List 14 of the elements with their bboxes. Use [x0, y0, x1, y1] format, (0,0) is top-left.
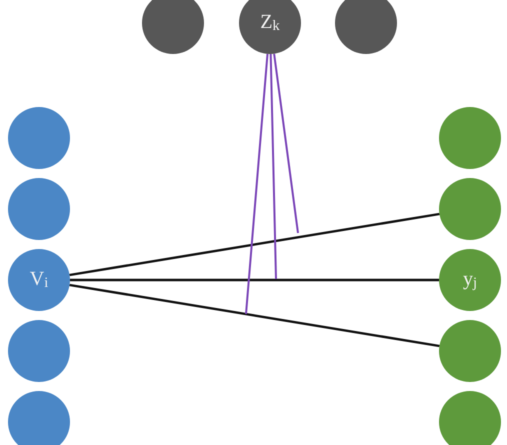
circle-node [142, 0, 204, 54]
node-label: y$_{j}$ [463, 269, 477, 291]
connector-line [70, 278, 439, 282]
leader-line [245, 54, 268, 314]
connector-line [69, 212, 440, 276]
circle-node [8, 391, 70, 445]
connector-line [69, 284, 440, 348]
leader-line [273, 54, 299, 234]
node-label: Z$_{k}$ [260, 12, 280, 34]
circle-node [439, 391, 501, 445]
leader-line [270, 54, 277, 280]
node-label: V$_{i}$ [30, 269, 48, 291]
circle-node [239, 0, 301, 54]
circle-node [335, 0, 397, 54]
